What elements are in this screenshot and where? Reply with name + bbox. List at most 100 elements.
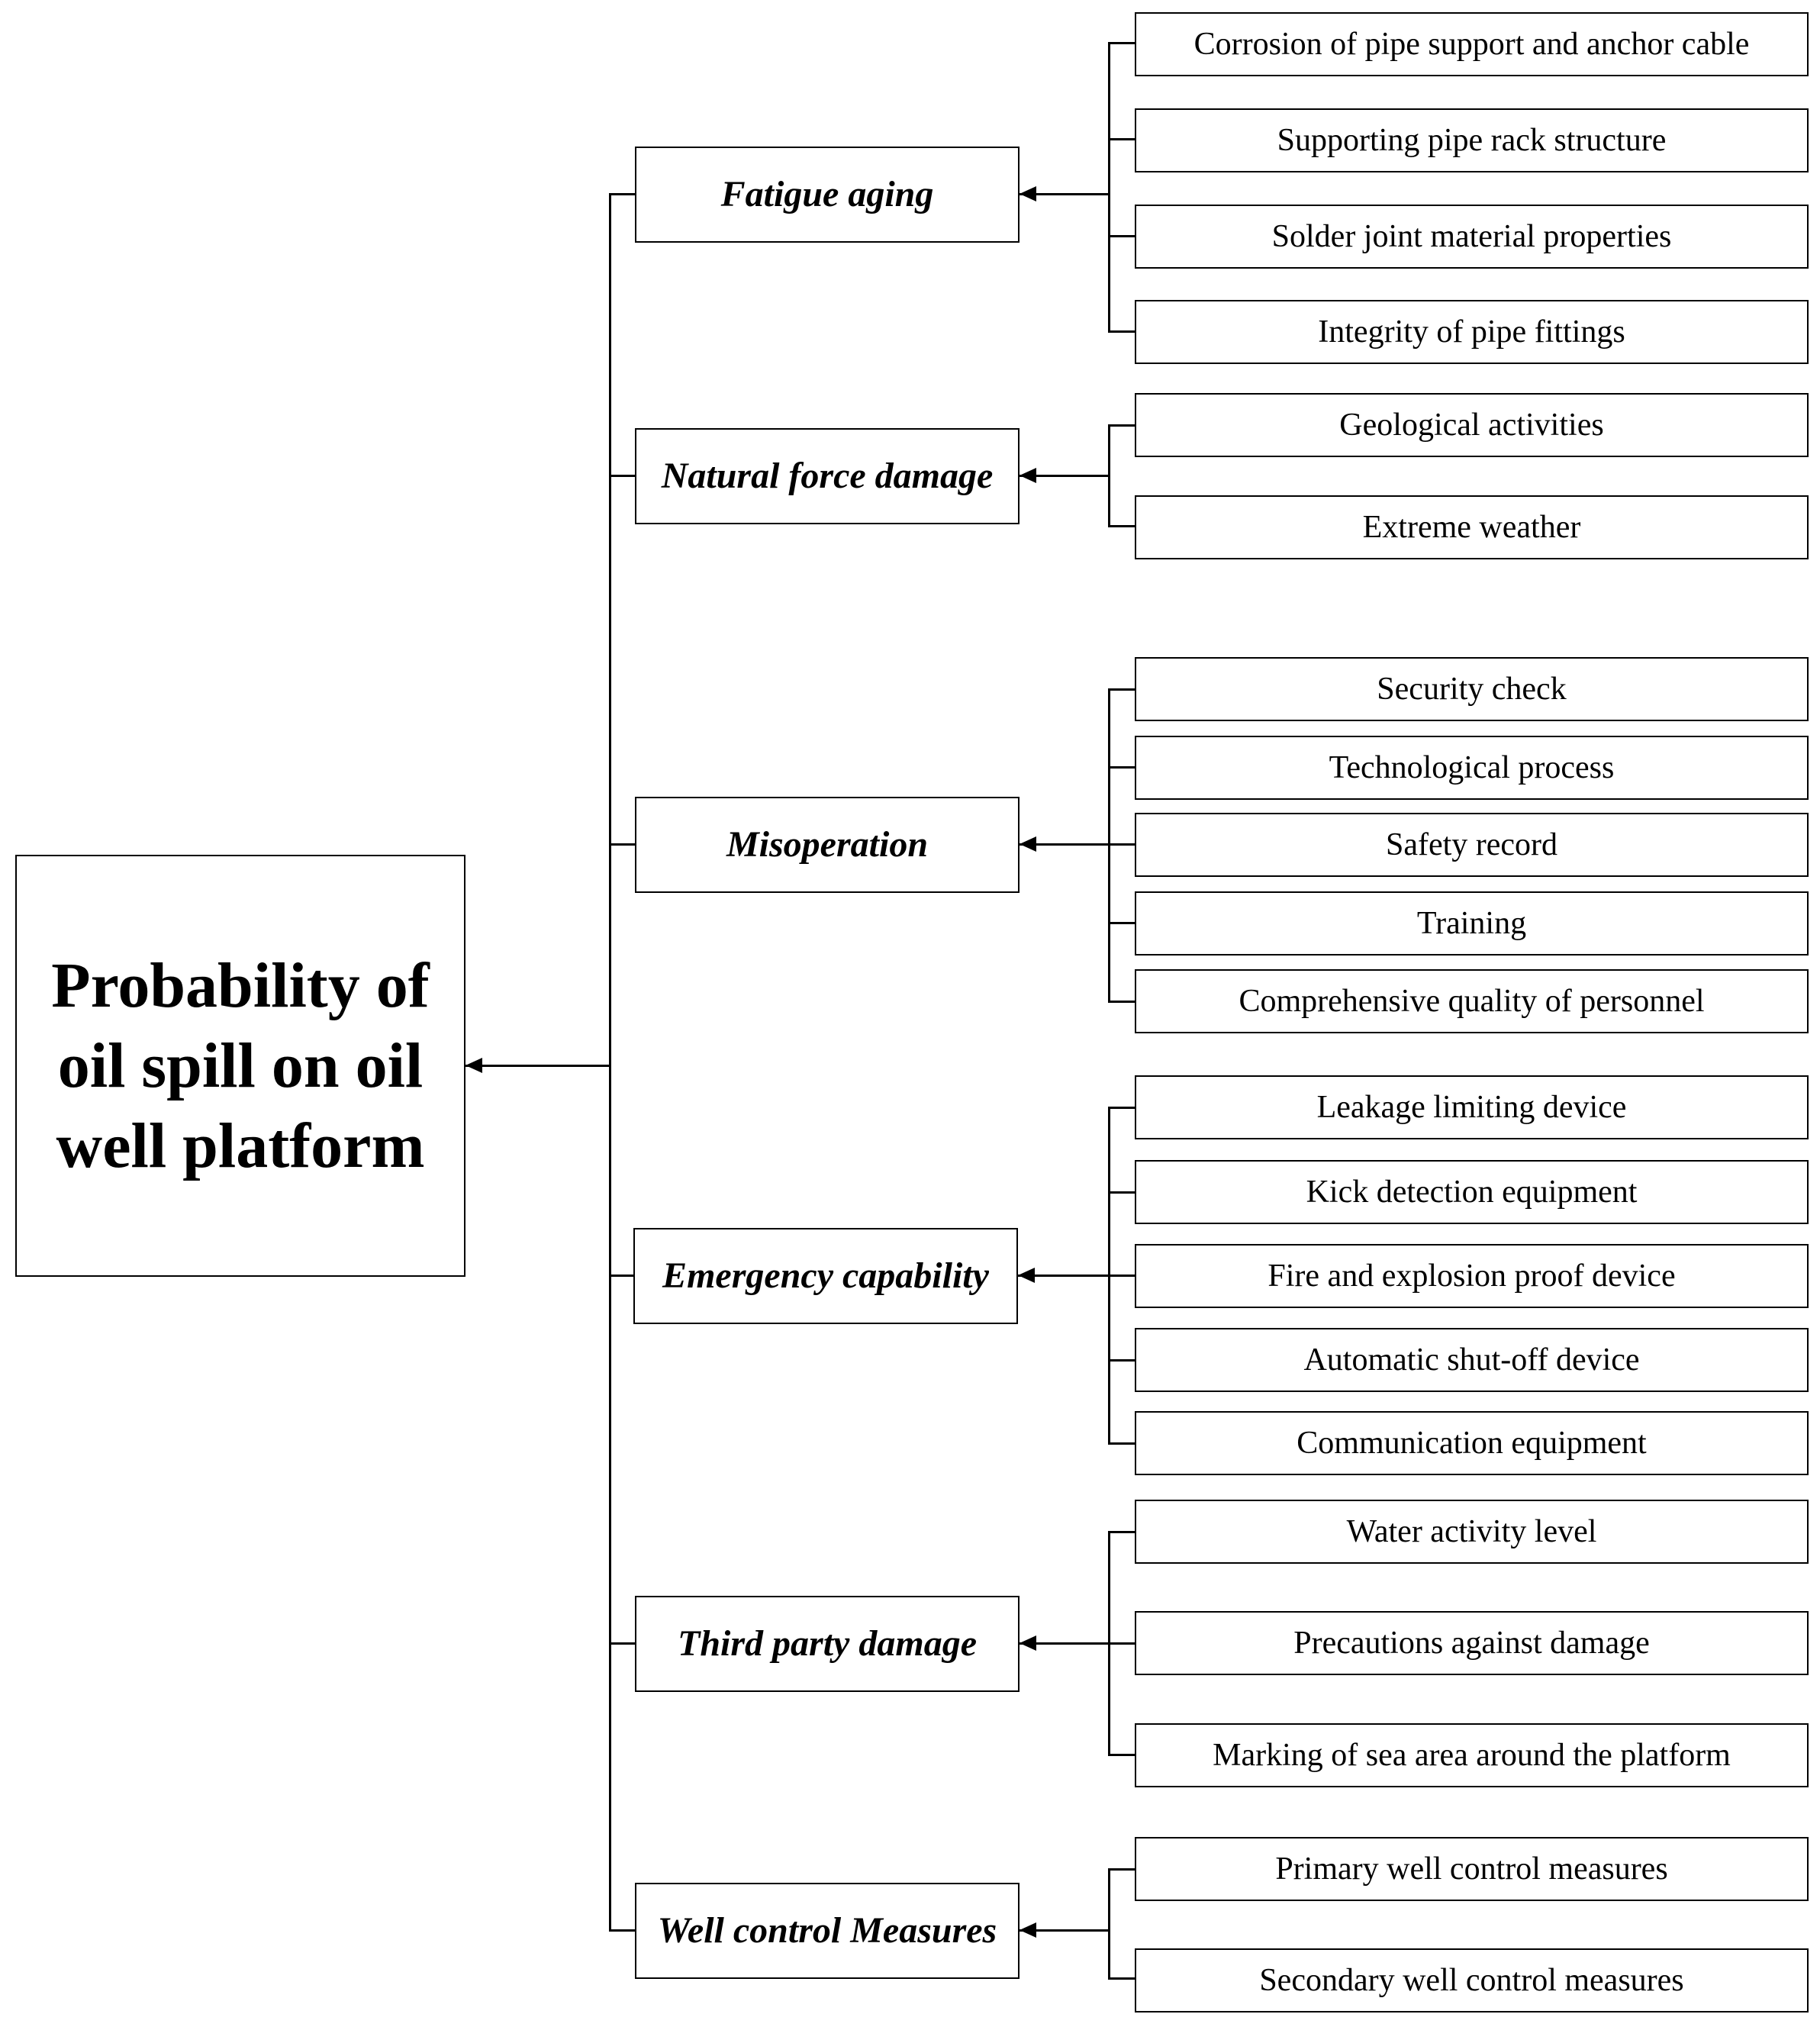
factor-automatic-shutoff: Automatic shut-off device: [1135, 1328, 1809, 1392]
category-connector: [1020, 475, 1110, 477]
factor-label: Comprehensive quality of personnel: [1239, 984, 1705, 1019]
factor-tick: [1108, 688, 1135, 691]
factor-label: Supporting pipe rack structure: [1277, 123, 1667, 158]
root-label: Probability of oil spill on oil well pla…: [51, 950, 430, 1181]
factor-tick: [1108, 1107, 1135, 1109]
category-label: Natural force damage: [661, 456, 994, 497]
factor-precautions-damage: Precautions against damage: [1135, 1611, 1809, 1675]
trunk-branch-misoperation: [609, 843, 635, 846]
factor-primary-well-control: Primary well control measures: [1135, 1837, 1809, 1901]
trunk-branch-natural-force: [609, 475, 635, 477]
fatigue-arrowhead: [1020, 186, 1036, 201]
factor-label: Water activity level: [1346, 1514, 1597, 1549]
factor-corrosion-pipe-support: Corrosion of pipe support and anchor cab…: [1135, 12, 1809, 76]
category-connector: [1020, 1929, 1110, 1932]
category-connector: [1020, 843, 1110, 846]
factor-label: Geological activities: [1339, 408, 1604, 443]
factor-bracket: [1108, 688, 1110, 1003]
factor-label: Security check: [1377, 672, 1567, 707]
factor-solder-joint: Solder joint material properties: [1135, 205, 1809, 269]
category-misoperation: Misoperation: [635, 797, 1020, 893]
root-arrowhead: [465, 1058, 482, 1073]
factor-tick: [1108, 1868, 1135, 1871]
factor-label: Corrosion of pipe support and anchor cab…: [1193, 27, 1750, 62]
factor-bracket: [1108, 42, 1110, 333]
factor-tick: [1108, 843, 1135, 846]
factor-sea-area-marking: Marking of sea area around the platform: [1135, 1723, 1809, 1787]
factor-label: Precautions against damage: [1293, 1626, 1650, 1661]
factor-security-check: Security check: [1135, 657, 1809, 721]
trunk-branch-fatigue-aging: [609, 193, 635, 195]
category-label: Well control Measures: [657, 1910, 997, 1951]
trunk-branch-emergency: [609, 1275, 633, 1277]
category-label: Fatigue aging: [720, 174, 934, 215]
factor-safety-record: Safety record: [1135, 813, 1809, 877]
factor-bracket: [1108, 424, 1110, 527]
well-control-arrowhead: [1020, 1922, 1036, 1938]
category-emergency-capability: Emergency capability: [633, 1228, 1018, 1324]
category-label: Misoperation: [726, 824, 929, 865]
category-label: Emergency capability: [662, 1255, 989, 1297]
factor-tick: [1108, 1001, 1135, 1003]
factor-label: Training: [1416, 906, 1527, 941]
category-fatigue-aging: Fatigue aging: [635, 147, 1020, 243]
factor-tick: [1108, 42, 1135, 44]
factor-tick: [1108, 1754, 1135, 1756]
factor-label: Primary well control measures: [1275, 1851, 1668, 1887]
emergency-arrowhead: [1018, 1268, 1035, 1283]
misoperation-arrowhead: [1020, 836, 1036, 852]
factor-label: Secondary well control measures: [1259, 1963, 1684, 1998]
factor-tick: [1108, 424, 1135, 427]
factor-kick-detection: Kick detection equipment: [1135, 1160, 1809, 1224]
trunk-line: [609, 193, 611, 1931]
factor-tick: [1108, 766, 1135, 769]
category-well-control-measures: Well control Measures: [635, 1883, 1020, 1979]
category-natural-force-damage: Natural force damage: [635, 428, 1020, 524]
factor-personnel-quality: Comprehensive quality of personnel: [1135, 969, 1809, 1033]
category-label: Third party damage: [678, 1623, 977, 1664]
natural-force-arrowhead: [1020, 468, 1036, 483]
factor-label: Integrity of pipe fittings: [1318, 314, 1625, 350]
factor-training: Training: [1135, 891, 1809, 955]
factor-extreme-weather: Extreme weather: [1135, 495, 1809, 559]
factor-label: Marking of sea area around the platform: [1213, 1738, 1731, 1773]
factor-label: Fire and explosion proof device: [1268, 1258, 1676, 1294]
factor-bracket: [1108, 1868, 1110, 1980]
factor-supporting-pipe-rack: Supporting pipe rack structure: [1135, 108, 1809, 172]
factor-tick: [1108, 1191, 1135, 1194]
factor-tick: [1108, 1442, 1135, 1445]
factor-leakage-limiting: Leakage limiting device: [1135, 1075, 1809, 1139]
factor-tick: [1108, 235, 1135, 237]
root-node: Probability of oil spill on oil well pla…: [15, 855, 465, 1277]
factor-tick: [1108, 1977, 1135, 1980]
factor-label: Technological process: [1329, 750, 1615, 785]
third-party-arrowhead: [1020, 1635, 1036, 1651]
factor-technological-process: Technological process: [1135, 736, 1809, 800]
factor-label: Kick detection equipment: [1306, 1175, 1638, 1210]
factor-water-activity: Water activity level: [1135, 1500, 1809, 1564]
factor-tick: [1108, 1275, 1135, 1277]
factor-label: Extreme weather: [1362, 510, 1581, 545]
factor-tick: [1108, 1359, 1135, 1362]
factor-geological-activities: Geological activities: [1135, 393, 1809, 457]
trunk-branch-third-party: [609, 1642, 635, 1645]
factor-tick: [1108, 525, 1135, 527]
factor-label: Leakage limiting device: [1316, 1090, 1627, 1125]
category-connector: [1020, 1642, 1110, 1645]
factor-tick: [1108, 1642, 1135, 1645]
factor-label: Automatic shut-off device: [1303, 1342, 1640, 1378]
factor-tick: [1108, 330, 1135, 333]
trunk-branch-well-control: [609, 1929, 635, 1932]
category-third-party-damage: Third party damage: [635, 1596, 1020, 1692]
factor-communication: Communication equipment: [1135, 1411, 1809, 1475]
factor-fire-explosion-proof: Fire and explosion proof device: [1135, 1244, 1809, 1308]
factor-tick: [1108, 138, 1135, 140]
factor-tick: [1108, 922, 1135, 924]
root-connector: [465, 1065, 610, 1067]
factor-label: Solder joint material properties: [1271, 219, 1672, 254]
factor-secondary-well-control: Secondary well control measures: [1135, 1948, 1809, 2012]
category-connector: [1018, 1275, 1110, 1277]
factor-label: Safety record: [1385, 827, 1558, 862]
